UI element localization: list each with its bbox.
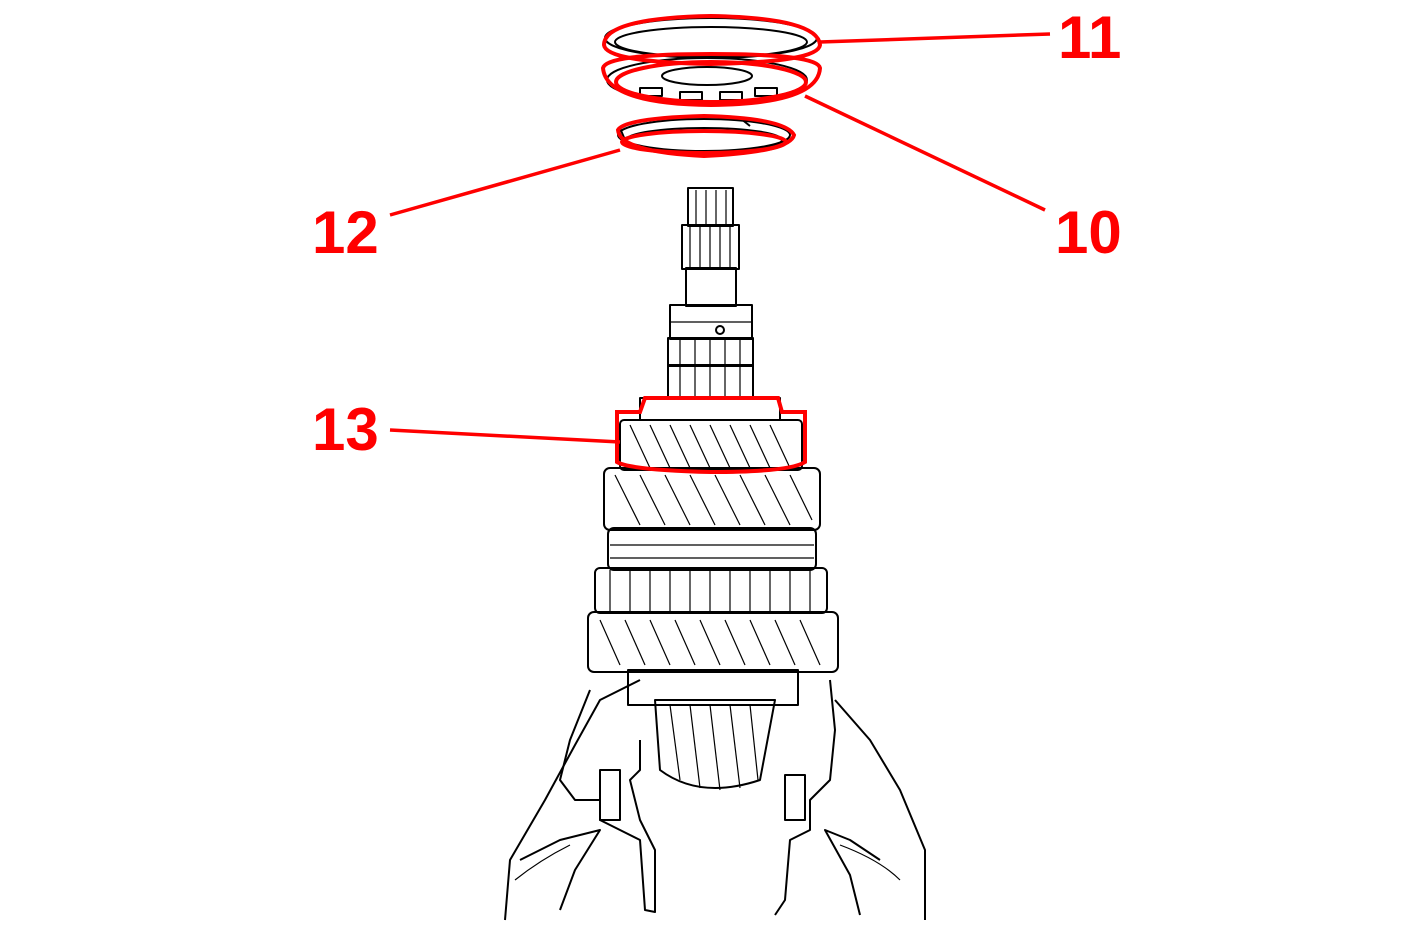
red-highlights — [600, 13, 823, 475]
leader-lines — [389, 32, 1051, 444]
callout-12: 12 — [312, 199, 379, 266]
synchro-hub — [607, 527, 817, 571]
main-shaft — [667, 187, 754, 400]
vise-fixture — [504, 679, 926, 921]
lower-pinion — [627, 669, 799, 791]
bottom-helical-gear — [587, 611, 839, 673]
middle-helical-gear — [603, 467, 821, 531]
leader-11 — [819, 32, 1051, 44]
leader-13 — [389, 428, 621, 444]
leader-12 — [389, 148, 621, 217]
callout-11: 11 — [1058, 4, 1121, 71]
top-helical-gear — [619, 397, 803, 471]
leader-10 — [804, 94, 1046, 212]
callout-labels: 11 10 12 13 — [312, 4, 1122, 463]
highlight-outer-race — [601, 13, 823, 67]
highlight-bearing-cage — [600, 51, 823, 108]
highlight-snap-ring — [615, 113, 797, 159]
callout-10: 10 — [1055, 199, 1122, 266]
spur-gear — [594, 567, 828, 614]
highlight-top-gear — [615, 396, 807, 475]
shaft-assembly-drawing — [504, 17, 926, 921]
callout-13: 13 — [312, 396, 379, 463]
